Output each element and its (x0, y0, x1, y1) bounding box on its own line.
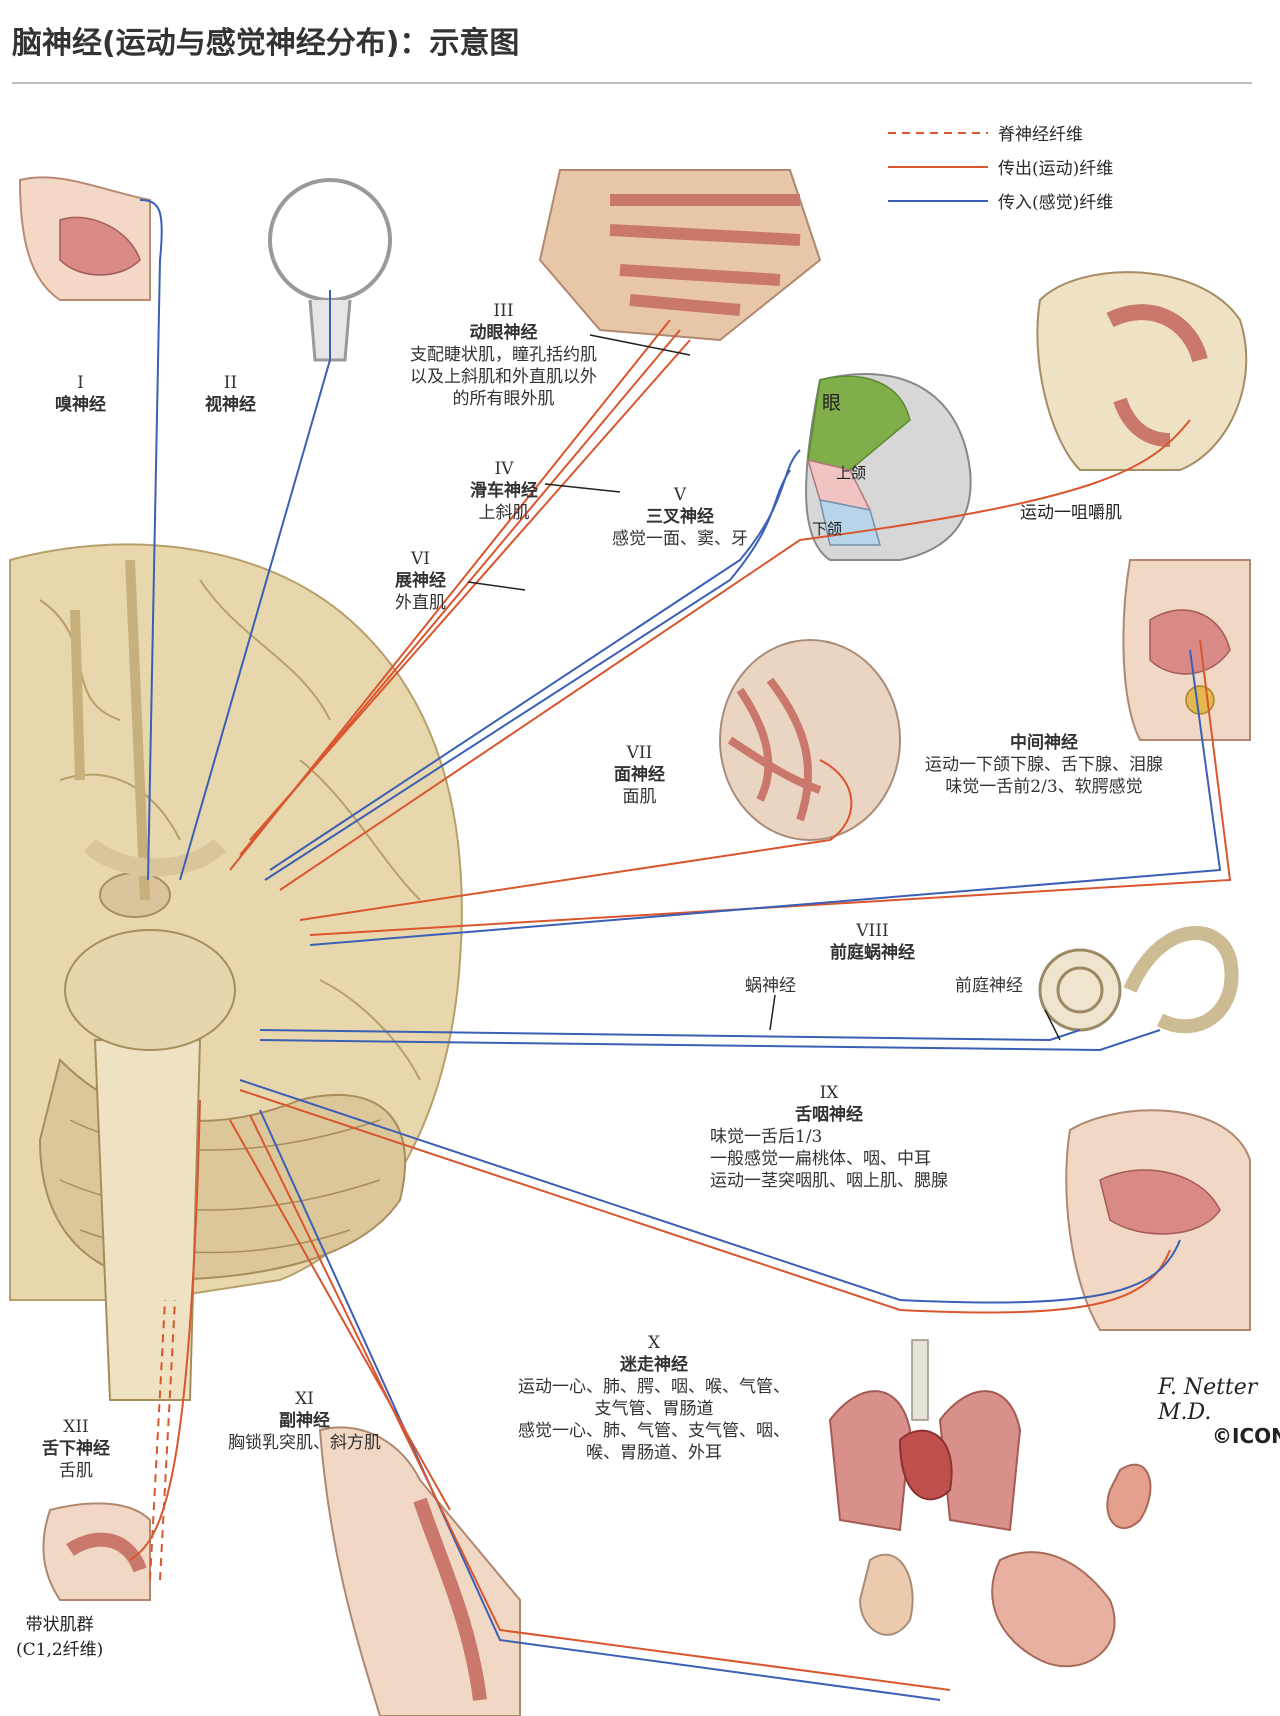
publisher-logo: ©ICON (1212, 1424, 1280, 1448)
label-nerve-ii: II 视神经 (205, 372, 256, 416)
legend-item-spinal: 脊神经纤维 (888, 120, 1148, 154)
nerve-v-desc: 感觉一面、窦、牙 (612, 529, 748, 549)
nerve-vi-desc: 外直肌 (395, 593, 446, 613)
nerve-iii-desc-1: 支配睫状肌，瞳孔括约肌 (410, 345, 597, 365)
netter-signature: F. Netter M.D. (1158, 1375, 1258, 1425)
nerve-v-number: V (673, 485, 687, 505)
dashed-line-icon (888, 132, 988, 134)
facial-muscles-illustration (719, 639, 901, 841)
legend: 脊神经纤维 传出(运动)纤维 传入(感觉)纤维 (888, 120, 1148, 222)
nerve-i-number: I (77, 373, 84, 393)
nerve-vi-name: 展神经 (395, 571, 446, 591)
nerve-iii-number: III (493, 301, 514, 321)
nerve-xi-number: XI (295, 1389, 314, 1409)
label-cochlear-nerve: 蜗神经 (745, 975, 796, 997)
nerve-vii-number: VII (626, 743, 653, 763)
blue-line-icon (888, 200, 988, 202)
label-nerve-ix: IX 舌咽神经 味觉一舌后1/3 一般感觉一扁桃体、咽、中耳 运动一茎突咽肌、咽… (710, 1082, 948, 1192)
label-nerve-vi: VI 展神经 外直肌 (395, 548, 446, 614)
nerve-xii-name: 舌下神经 (42, 1439, 110, 1459)
nerve-ii-number: II (223, 373, 238, 393)
nose-illustration (18, 176, 151, 301)
label-nerve-iv: IV 滑车神经 上斜肌 (470, 458, 538, 524)
nerve-x-desc-2: 支气管、胃肠道 (594, 1399, 714, 1419)
face-region-lower-jaw: 下颌 (812, 520, 843, 538)
nerve-xi-name: 副神经 (279, 1411, 330, 1431)
nerve-x-desc-1: 运动一心、肺、腭、咽、喉、气管、 (518, 1377, 790, 1397)
nerve-x-number: X (647, 1333, 661, 1353)
skull-illustration (1036, 271, 1248, 471)
nerve-x-desc-4: 喉、胃肠道、外耳 (586, 1443, 722, 1463)
legend-item-sensory: 传入(感觉)纤维 (888, 188, 1148, 222)
page-title: 脑神经(运动与感觉神经分布)：示意图 (12, 26, 520, 61)
pharynx-illustration (1065, 1109, 1251, 1331)
nerve-iii-name: 动眼神经 (469, 323, 538, 343)
masseter-label: 运动一咀嚼肌 (1020, 503, 1122, 523)
nerve-iii-desc-2: 以及上斜肌和外直肌以外 (410, 367, 597, 387)
nerve-i-name: 嗅神经 (55, 395, 106, 415)
strap-muscles-line-2: (C1,2纤维) (16, 1640, 104, 1660)
label-nerve-v: V 三叉神经 感觉一面、窦、牙 (612, 484, 748, 550)
nerve-ix-desc-1: 味觉一舌后1/3 (710, 1127, 823, 1147)
nerve-x-desc-3: 感觉一心、肺、气管、支气管、咽、 (518, 1421, 790, 1441)
inner-ear-illustration (1038, 926, 1239, 1034)
label-nerve-viii: VIII 前庭蜗神经 (830, 920, 915, 964)
red-line-icon (888, 166, 988, 168)
nerve-vii-desc: 面肌 (622, 787, 657, 807)
nerve-ix-desc-2: 一般感觉一扁桃体、咽、中耳 (710, 1149, 931, 1169)
intermediate-nerve-desc-2: 味觉一舌前2/3、软腭感觉 (945, 777, 1143, 797)
visceral-organs-illustration (828, 1339, 1152, 1668)
nerve-iv-name: 滑车神经 (470, 481, 538, 501)
title-divider (12, 82, 1252, 84)
nerve-xii-number: XII (63, 1417, 89, 1437)
nerve-ix-name: 舌咽神经 (795, 1105, 863, 1125)
legend-label-motor: 传出(运动)纤维 (998, 159, 1114, 179)
nerve-fibers (129, 199, 1232, 1701)
nerve-xii-desc: 舌肌 (59, 1461, 93, 1481)
intermediate-nerve-name: 中间神经 (1010, 733, 1078, 753)
nerve-iv-number: IV (494, 459, 514, 479)
nerve-xi-desc: 胸锁乳突肌、斜方肌 (228, 1433, 381, 1453)
legend-item-motor: 传出(运动)纤维 (888, 154, 1148, 188)
label-intermediate-nerve: 中间神经 运动一下颌下腺、舌下腺、泪腺 味觉一舌前2/3、软腭感觉 (925, 732, 1163, 798)
label-nerve-iii: III 动眼神经 支配睫状肌，瞳孔括约肌 以及上斜肌和外直肌以外 的所有眼外肌 (410, 300, 597, 410)
nerve-iii-desc-3: 的所有眼外肌 (452, 389, 555, 409)
label-nerve-i: I 嗅神经 (55, 372, 106, 416)
legend-label-spinal: 脊神经纤维 (998, 125, 1083, 145)
nerve-iv-desc: 上斜肌 (478, 503, 530, 523)
label-nerve-x: X 迷走神经 运动一心、肺、腭、咽、喉、气管、 支气管、胃肠道 感觉一心、肺、气… (518, 1332, 790, 1464)
nerve-ii-name: 视神经 (205, 395, 256, 415)
nerve-ix-number: IX (819, 1083, 839, 1103)
label-nerve-xii: XII 舌下神经 舌肌 (42, 1416, 110, 1482)
tongue-illustration (42, 1502, 151, 1601)
oral-cavity-illustration (1122, 559, 1251, 741)
face-trigeminal-illustration (805, 373, 972, 561)
brain-base-illustration (9, 543, 463, 1401)
nerve-viii-number: VIII (856, 921, 889, 941)
vestibular-nerve-name: 前庭神经 (955, 976, 1023, 996)
label-nerve-xi: XI 副神经 胸锁乳突肌、斜方肌 (228, 1388, 381, 1454)
nerve-ix-desc-3: 运动一茎突咽肌、咽上肌、腮腺 (710, 1171, 948, 1191)
nerve-v-name: 三叉神经 (646, 507, 714, 527)
face-region-eye: 眼 (822, 392, 842, 414)
orbit-muscles-illustration (538, 169, 822, 342)
nerve-vii-name: 面神经 (614, 765, 665, 785)
strap-muscles-line-1: 带状肌群 (25, 1615, 94, 1635)
label-vestibular-nerve: 前庭神经 (955, 975, 1023, 997)
neck-illustration (318, 1426, 521, 1716)
strap-muscles-label: 带状肌群 (C1,2纤维) (16, 1610, 103, 1660)
legend-label-sensory: 传入(感觉)纤维 (998, 193, 1114, 213)
label-nerve-vii: VII 面神经 面肌 (614, 742, 665, 808)
intermediate-nerve-desc-1: 运动一下颌下腺、舌下腺、泪腺 (925, 755, 1163, 775)
cochlear-nerve-name: 蜗神经 (745, 976, 796, 996)
nerve-x-name: 迷走神经 (620, 1355, 688, 1375)
face-region-upper-jaw: 上颌 (836, 464, 867, 482)
nerve-viii-name: 前庭蜗神经 (830, 943, 915, 963)
nerve-vi-number: VI (411, 549, 430, 569)
